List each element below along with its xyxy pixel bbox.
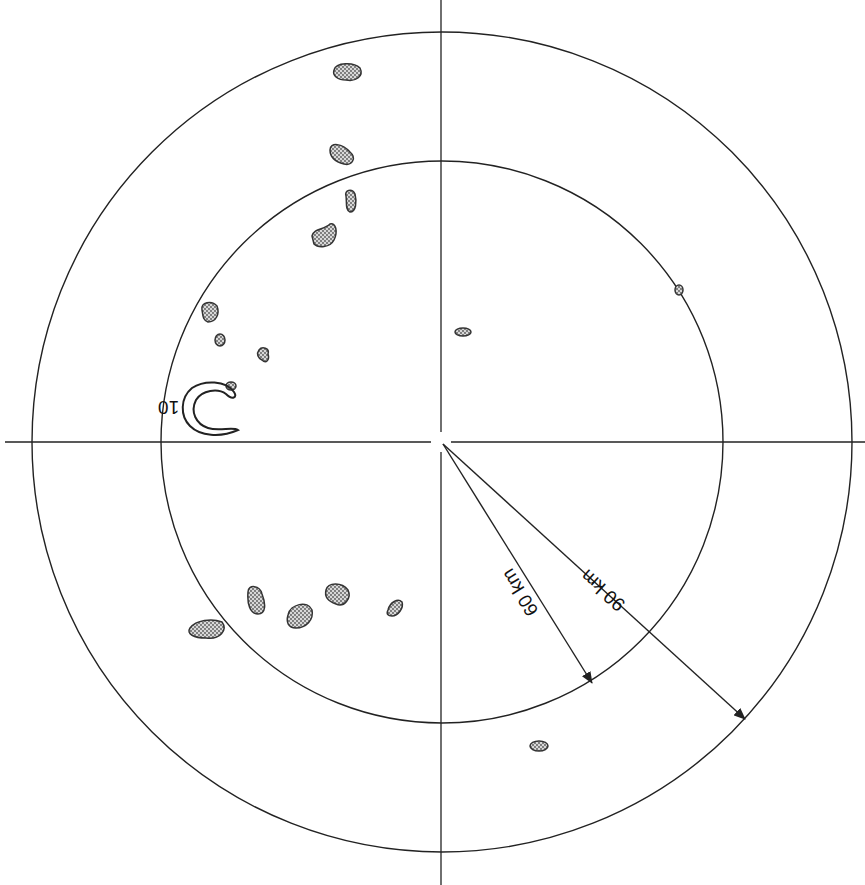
range-label: 60 km bbox=[496, 563, 543, 621]
contour-value: 10 bbox=[156, 397, 181, 418]
range-arrows bbox=[443, 444, 745, 719]
range-label: 90 km bbox=[575, 564, 630, 617]
hook-echo bbox=[183, 382, 238, 435]
echoes bbox=[189, 64, 683, 751]
crosshair bbox=[5, 0, 865, 885]
